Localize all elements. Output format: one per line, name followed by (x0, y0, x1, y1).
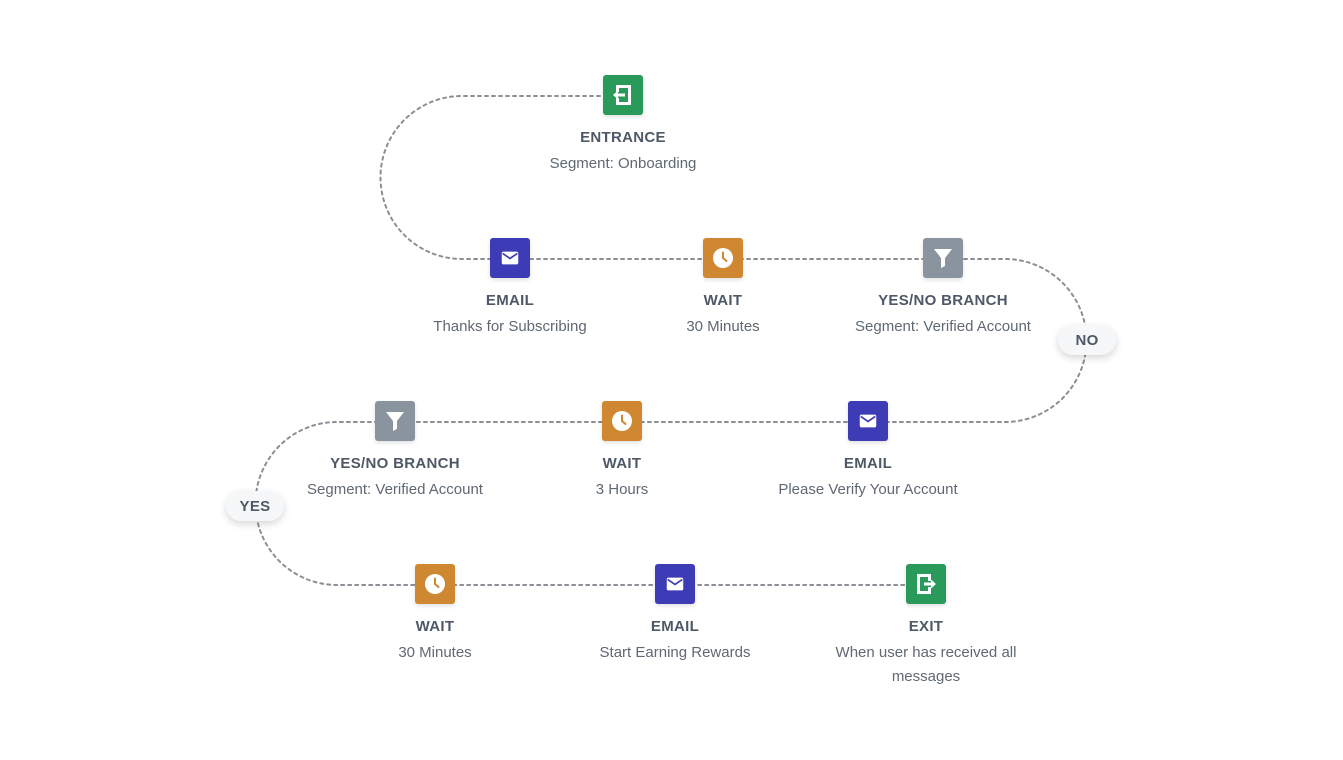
clock-icon (703, 238, 743, 278)
node-subtitle: When user has received all messages (835, 644, 1017, 685)
branch-label-no: NO (1058, 325, 1116, 355)
node-title: EMAIL (650, 618, 700, 635)
node-exit[interactable]: EXIT When user has received all messages (806, 564, 1046, 689)
entrance-icon (603, 75, 643, 115)
node-title: WAIT (602, 455, 642, 472)
node-branch-verified-2[interactable]: YES/NO BRANCH Segment: Verified Account (275, 401, 515, 502)
node-title: YES/NO BRANCH (330, 455, 460, 472)
node-subtitle: Thanks for Subscribing (433, 318, 587, 335)
node-entrance[interactable]: ENTRANCE Segment: Onboarding (503, 75, 743, 176)
node-subtitle: Segment: Verified Account (307, 481, 483, 498)
node-subtitle: 30 Minutes (398, 644, 472, 661)
filter-icon (375, 401, 415, 441)
envelope-icon (490, 238, 530, 278)
node-title: WAIT (415, 618, 455, 635)
node-wait-3-hours[interactable]: WAIT 3 Hours (502, 401, 742, 502)
node-title: EMAIL (485, 292, 535, 309)
node-title: EMAIL (843, 455, 893, 472)
clock-icon (415, 564, 455, 604)
clock-icon (602, 401, 642, 441)
node-branch-verified-1[interactable]: YES/NO BRANCH Segment: Verified Account (823, 238, 1063, 339)
filter-icon (923, 238, 963, 278)
node-subtitle: Start Earning Rewards (599, 644, 751, 661)
node-email-thanks[interactable]: EMAIL Thanks for Subscribing (390, 238, 630, 339)
node-title: YES/NO BRANCH (878, 292, 1008, 309)
node-title: EXIT (908, 618, 944, 635)
node-title: WAIT (703, 292, 743, 309)
node-subtitle: Segment: Verified Account (855, 318, 1031, 335)
node-email-rewards[interactable]: EMAIL Start Earning Rewards (555, 564, 795, 665)
node-wait-30-minutes[interactable]: WAIT 30 Minutes (603, 238, 843, 339)
node-wait-30-minutes-2[interactable]: WAIT 30 Minutes (315, 564, 555, 665)
envelope-icon (848, 401, 888, 441)
node-subtitle: 30 Minutes (686, 318, 760, 335)
node-subtitle: 3 Hours (595, 481, 649, 498)
node-title: ENTRANCE (580, 129, 666, 146)
branch-label-yes: YES (226, 491, 284, 521)
envelope-icon (655, 564, 695, 604)
node-subtitle: Please Verify Your Account (778, 481, 958, 498)
exit-icon (906, 564, 946, 604)
node-email-verify[interactable]: EMAIL Please Verify Your Account (748, 401, 988, 502)
node-subtitle: Segment: Onboarding (549, 155, 697, 172)
